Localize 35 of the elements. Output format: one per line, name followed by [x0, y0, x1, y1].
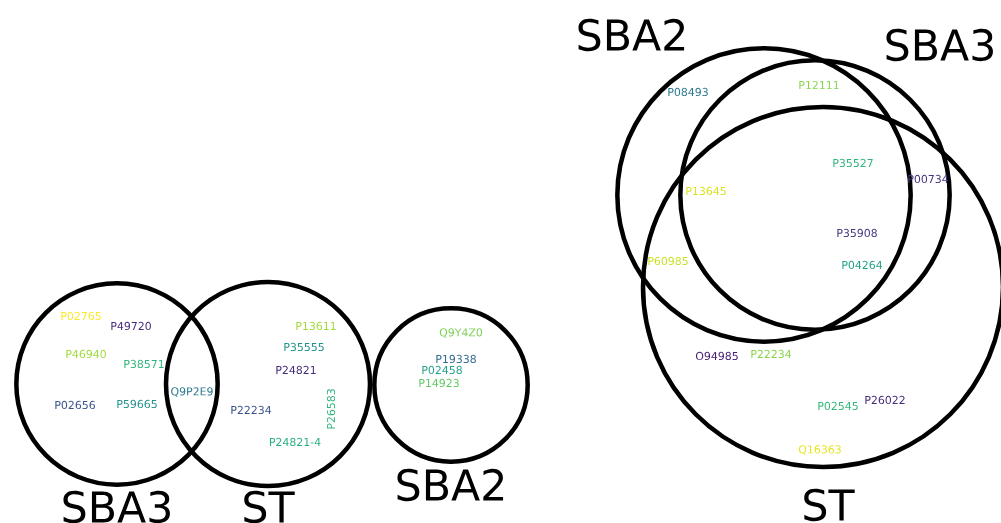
protein-id: P02765: [61, 311, 101, 321]
protein-id: P22234: [751, 349, 792, 359]
protein-id: P60985: [648, 256, 688, 266]
protein-id: P13645: [686, 186, 726, 196]
protein-id: P24821: [276, 365, 316, 375]
protein-id: P22234: [231, 405, 272, 415]
protein-id: O94985: [695, 351, 738, 361]
protein-id: P35555: [284, 342, 324, 352]
protein-id: P04264: [842, 260, 883, 270]
protein-id: P13611: [296, 321, 336, 331]
protein-id: Q16363: [798, 445, 841, 455]
protein-id: P14923: [419, 378, 459, 388]
protein-id: P02545: [818, 401, 858, 411]
protein-id: P35908: [837, 228, 877, 238]
set-label: SBA2: [397, 468, 504, 502]
protein-id: P02458: [422, 365, 462, 375]
set-label: SBA3: [886, 28, 993, 62]
protein-id: Q9P2E9: [171, 387, 213, 397]
protein-id: P02656: [55, 400, 95, 410]
protein-id: P26022: [865, 395, 905, 405]
protein-id: P26583: [326, 389, 336, 429]
protein-id: P24821-4: [269, 437, 321, 447]
protein-id: P35527: [833, 158, 873, 168]
protein-id: P49720: [111, 321, 151, 331]
protein-id: Q9Y4Z0: [439, 328, 483, 338]
set-label: ST: [244, 490, 295, 523]
set-label: SBA2: [578, 18, 685, 52]
protein-id: P46940: [66, 349, 106, 359]
set-label: ST: [804, 488, 855, 522]
protein-id: P12111: [799, 80, 839, 90]
protein-id: P19338: [436, 354, 476, 364]
protein-id: P59665: [117, 399, 157, 409]
protein-id: P08493: [668, 87, 708, 97]
set-label: SBA3: [63, 490, 170, 523]
protein-id: P38571: [124, 359, 164, 369]
